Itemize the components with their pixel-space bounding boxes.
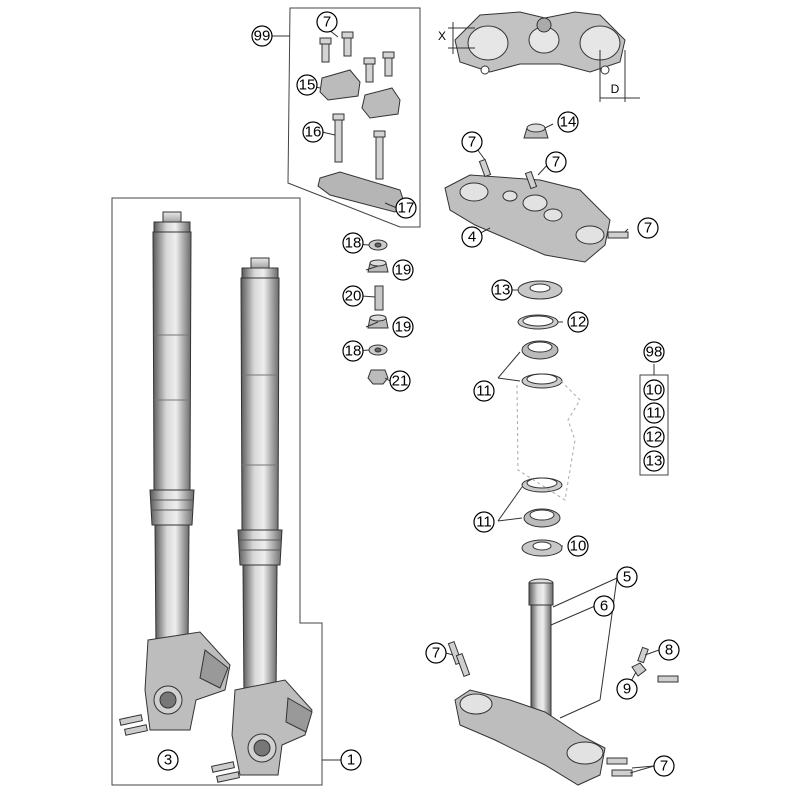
svg-text:15: 15	[299, 77, 316, 94]
steering-stem	[528, 578, 554, 716]
callout-98: 98	[643, 341, 665, 363]
svg-text:99: 99	[254, 28, 271, 45]
callout-21: 21	[389, 370, 411, 392]
kit-98-item-10: 10	[643, 379, 665, 401]
dimension-lines	[448, 22, 640, 102]
svg-text:19: 19	[395, 262, 412, 279]
svg-text:3: 3	[164, 752, 172, 769]
svg-text:98: 98	[646, 344, 663, 361]
svg-text:16: 16	[305, 124, 322, 141]
callout-10: 10	[567, 535, 589, 557]
svg-text:1: 1	[347, 752, 355, 769]
callouts: 99 7 15 16 17 18 19 20 19 18 21 3 1 14 7…	[157, 11, 680, 777]
dimension-x-label: X	[438, 29, 446, 43]
svg-text:13: 13	[646, 453, 663, 470]
callout-99: 99	[251, 25, 273, 47]
svg-text:8: 8	[665, 642, 673, 659]
callout-7-upper-right: 7	[637, 217, 659, 239]
svg-text:9: 9	[623, 681, 631, 698]
callout-14: 14	[557, 111, 579, 133]
clamp-long-screws	[332, 113, 386, 180]
fork-kit-frame	[111, 197, 323, 786]
svg-text:12: 12	[570, 314, 587, 331]
svg-text:13: 13	[494, 282, 511, 299]
callout-16: 16	[302, 121, 324, 143]
callout-12: 12	[567, 311, 589, 333]
svg-text:7: 7	[323, 14, 331, 31]
svg-text:18: 18	[345, 235, 362, 252]
svg-text:5: 5	[623, 569, 631, 586]
callout-4: 4	[461, 226, 483, 248]
steering-bearings	[517, 280, 563, 557]
callout-13: 13	[491, 279, 513, 301]
svg-text:11: 11	[476, 514, 492, 531]
callout-7-clamp: 7	[316, 11, 338, 33]
callout-15: 15	[296, 74, 318, 96]
callout-7-lower-right: 7	[653, 755, 675, 777]
callout-19-lower: 19	[392, 316, 414, 338]
upper-triple-clamp-top-view	[454, 11, 626, 75]
svg-text:12: 12	[646, 429, 663, 446]
callout-18-lower: 18	[342, 340, 364, 362]
svg-text:19: 19	[395, 319, 412, 336]
callout-7-upper-left: 7	[461, 131, 483, 153]
svg-text:17: 17	[398, 200, 415, 217]
kit-98-list: 10 11 12 13	[643, 379, 665, 472]
clamp-screws	[319, 31, 395, 83]
fork-leg-right	[231, 257, 313, 776]
svg-text:6: 6	[600, 598, 608, 615]
callout-11-upper: 11	[473, 380, 495, 402]
fork-leg-left	[144, 211, 231, 731]
dimension-d-label: D	[611, 82, 620, 96]
callout-1: 1	[340, 749, 362, 771]
svg-text:7: 7	[468, 134, 476, 151]
svg-text:7: 7	[644, 220, 652, 237]
fork-axle-clamp-bolts-right	[211, 761, 240, 783]
lower-triple-clamp	[454, 689, 606, 786]
fork-axle-clamp-bolts-left	[119, 714, 148, 736]
callout-8: 8	[658, 639, 680, 661]
lower-clamp-bolts	[447, 640, 679, 777]
svg-text:7: 7	[552, 154, 560, 171]
handlebar-clamp-upper	[319, 69, 401, 119]
upper-clamp-bolts	[478, 158, 629, 239]
callout-11-lower: 11	[473, 511, 495, 533]
kit-98-item-11: 11	[643, 402, 665, 424]
frame-head-tube-outline	[516, 379, 581, 501]
callout-7-upper-mid: 7	[545, 151, 567, 173]
upper-triple-clamp	[444, 174, 611, 263]
callout-5: 5	[616, 566, 638, 588]
stem-nut	[523, 123, 549, 139]
svg-text:14: 14	[560, 114, 577, 131]
handlebar-clamp-kit-frame	[287, 7, 421, 228]
callout-3: 3	[157, 749, 179, 771]
callout-7-lower-left: 7	[425, 642, 447, 664]
svg-text:18: 18	[345, 343, 362, 360]
svg-text:21: 21	[392, 373, 409, 390]
callout-6: 6	[593, 595, 615, 617]
callout-20: 20	[342, 285, 364, 307]
svg-text:10: 10	[570, 538, 587, 555]
kit-98-item-13: 13	[643, 450, 665, 472]
callout-17: 17	[395, 197, 417, 219]
small-parts-column	[367, 239, 389, 385]
svg-text:4: 4	[468, 229, 476, 246]
callout-18-upper: 18	[342, 232, 364, 254]
svg-text:10: 10	[646, 382, 663, 399]
svg-text:7: 7	[432, 645, 440, 662]
svg-text:7: 7	[660, 758, 668, 775]
svg-text:11: 11	[646, 405, 662, 422]
callout-19-upper: 19	[392, 259, 414, 281]
callout-9: 9	[616, 678, 638, 700]
svg-text:11: 11	[476, 383, 492, 400]
svg-text:20: 20	[345, 288, 362, 305]
kit-98-item-12: 12	[643, 426, 665, 448]
